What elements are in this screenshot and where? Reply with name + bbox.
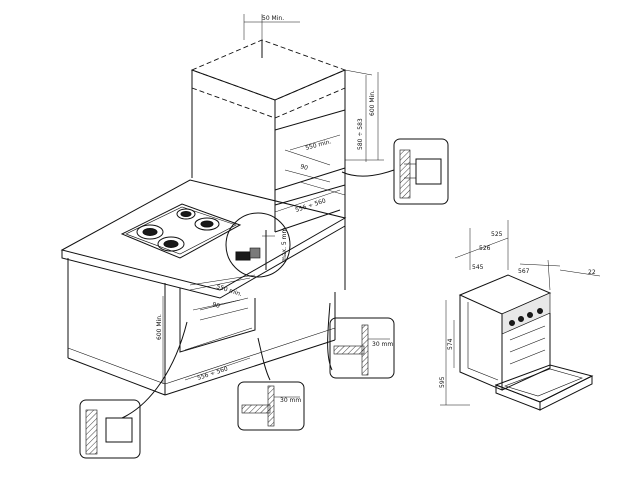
counter-cabinet xyxy=(60,179,347,396)
label-oven-depth-2: 567 xyxy=(518,268,530,275)
vent-detail-bottom xyxy=(79,321,188,459)
gas-hob xyxy=(120,203,242,259)
label-upper-height-min: 600 Min. xyxy=(369,90,376,116)
label-lower-vent: 90 xyxy=(211,301,220,310)
label-lower-height-min: 600 Min. xyxy=(156,314,163,340)
label-top-clearance: 50 Min. xyxy=(262,15,284,22)
label-oven-height-2: 595 xyxy=(439,376,446,388)
plinth-detail-left xyxy=(237,337,305,431)
label-plinth-gap-left: 30 mm xyxy=(280,397,301,404)
tall-cabinet xyxy=(190,39,347,290)
label-oven-width-2: 526 xyxy=(479,245,491,252)
label-oven-width-1: 525 xyxy=(491,231,503,238)
label-lower-depth-min: 550 min. xyxy=(215,283,243,298)
label-upper-depth-min: 550 min. xyxy=(305,138,333,152)
label-worktop-gap: max. 5 mm xyxy=(281,228,288,262)
label-upper-height-range: 580 ÷ 583 xyxy=(357,118,364,150)
label-oven-depth: 545 xyxy=(472,264,484,271)
vent-detail-top xyxy=(341,138,449,205)
label-oven-height-1: 574 xyxy=(447,338,454,350)
label-oven-door: 22 xyxy=(588,269,596,276)
dimension-labels: 50 Min. 580 ÷ 583 600 Min. 550 min. 90 5… xyxy=(156,15,596,404)
worktop-gap-detail xyxy=(225,212,291,278)
label-plinth-gap-right: 30 mm xyxy=(372,341,393,348)
dimension-lines xyxy=(162,14,601,406)
oven xyxy=(458,274,594,411)
label-upper-vent: 90 xyxy=(299,163,308,172)
plinth-detail-right xyxy=(327,302,395,379)
